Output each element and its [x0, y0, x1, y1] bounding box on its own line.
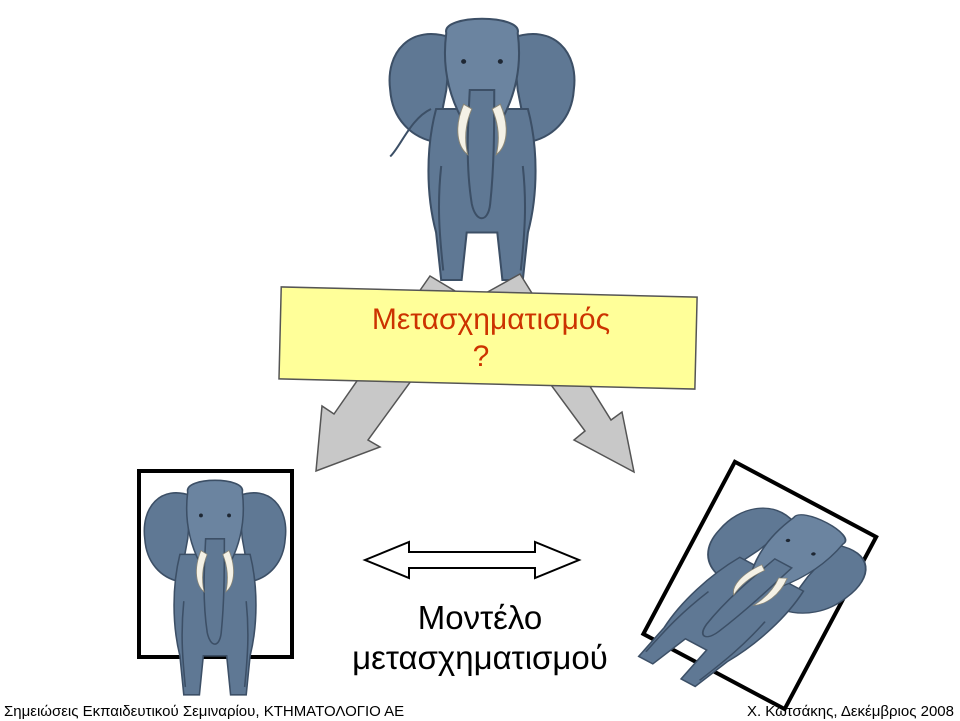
footer-right: Χ. Κωτσάκης, Δεκέμβριος 2008: [746, 703, 954, 720]
box-title: Μετασχηματισμός: [371, 303, 611, 336]
footer-left: Σημειώσεις Εκπαιδευτικού Σεμιναρίου, ΚΤΗ…: [4, 703, 405, 720]
box-question: ?: [472, 340, 490, 373]
model-label-line1: Μοντέλο: [417, 599, 543, 636]
right-frame-group: [602, 459, 892, 712]
transformation-box: [278, 286, 698, 390]
double-arrow: [362, 540, 582, 580]
model-label-line2: μετασχηματισμού: [352, 639, 608, 676]
elephant-top-image: [388, 17, 576, 282]
